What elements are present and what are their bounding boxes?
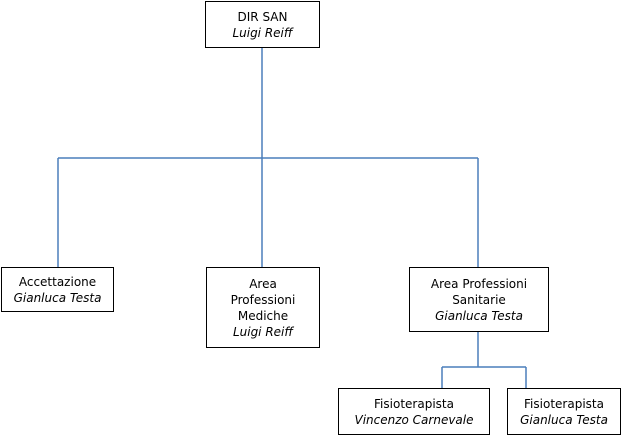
node-role: Fisioterapista bbox=[374, 396, 454, 411]
node-person: Gianluca Testa bbox=[13, 290, 102, 305]
node-fisioterapista-carnevale: Fisioterapista Vincenzo Carnevale bbox=[338, 388, 490, 435]
node-role: Area Professioni Mediche bbox=[230, 276, 296, 323]
node-role: Accettazione bbox=[18, 274, 97, 289]
node-person: Gianluca Testa bbox=[520, 412, 608, 427]
node-person: Luigi Reiff bbox=[232, 324, 294, 339]
node-person: Gianluca Testa bbox=[435, 308, 523, 323]
node-dir-san: DIR SAN Luigi Reiff bbox=[205, 1, 320, 48]
node-role: Fisioterapista bbox=[524, 396, 604, 411]
node-role: DIR SAN bbox=[237, 9, 288, 24]
node-area-professioni-mediche: Area Professioni Mediche Luigi Reiff bbox=[206, 267, 320, 348]
node-fisioterapista-testa: Fisioterapista Gianluca Testa bbox=[507, 388, 621, 435]
node-area-professioni-sanitarie: Area Professioni Sanitarie Gianluca Test… bbox=[409, 267, 549, 332]
node-role: Area Professioni Sanitarie bbox=[430, 276, 528, 307]
node-person: Luigi Reiff bbox=[232, 25, 293, 40]
node-accettazione: Accettazione Gianluca Testa bbox=[1, 267, 114, 312]
node-person: Vincenzo Carnevale bbox=[354, 412, 474, 427]
